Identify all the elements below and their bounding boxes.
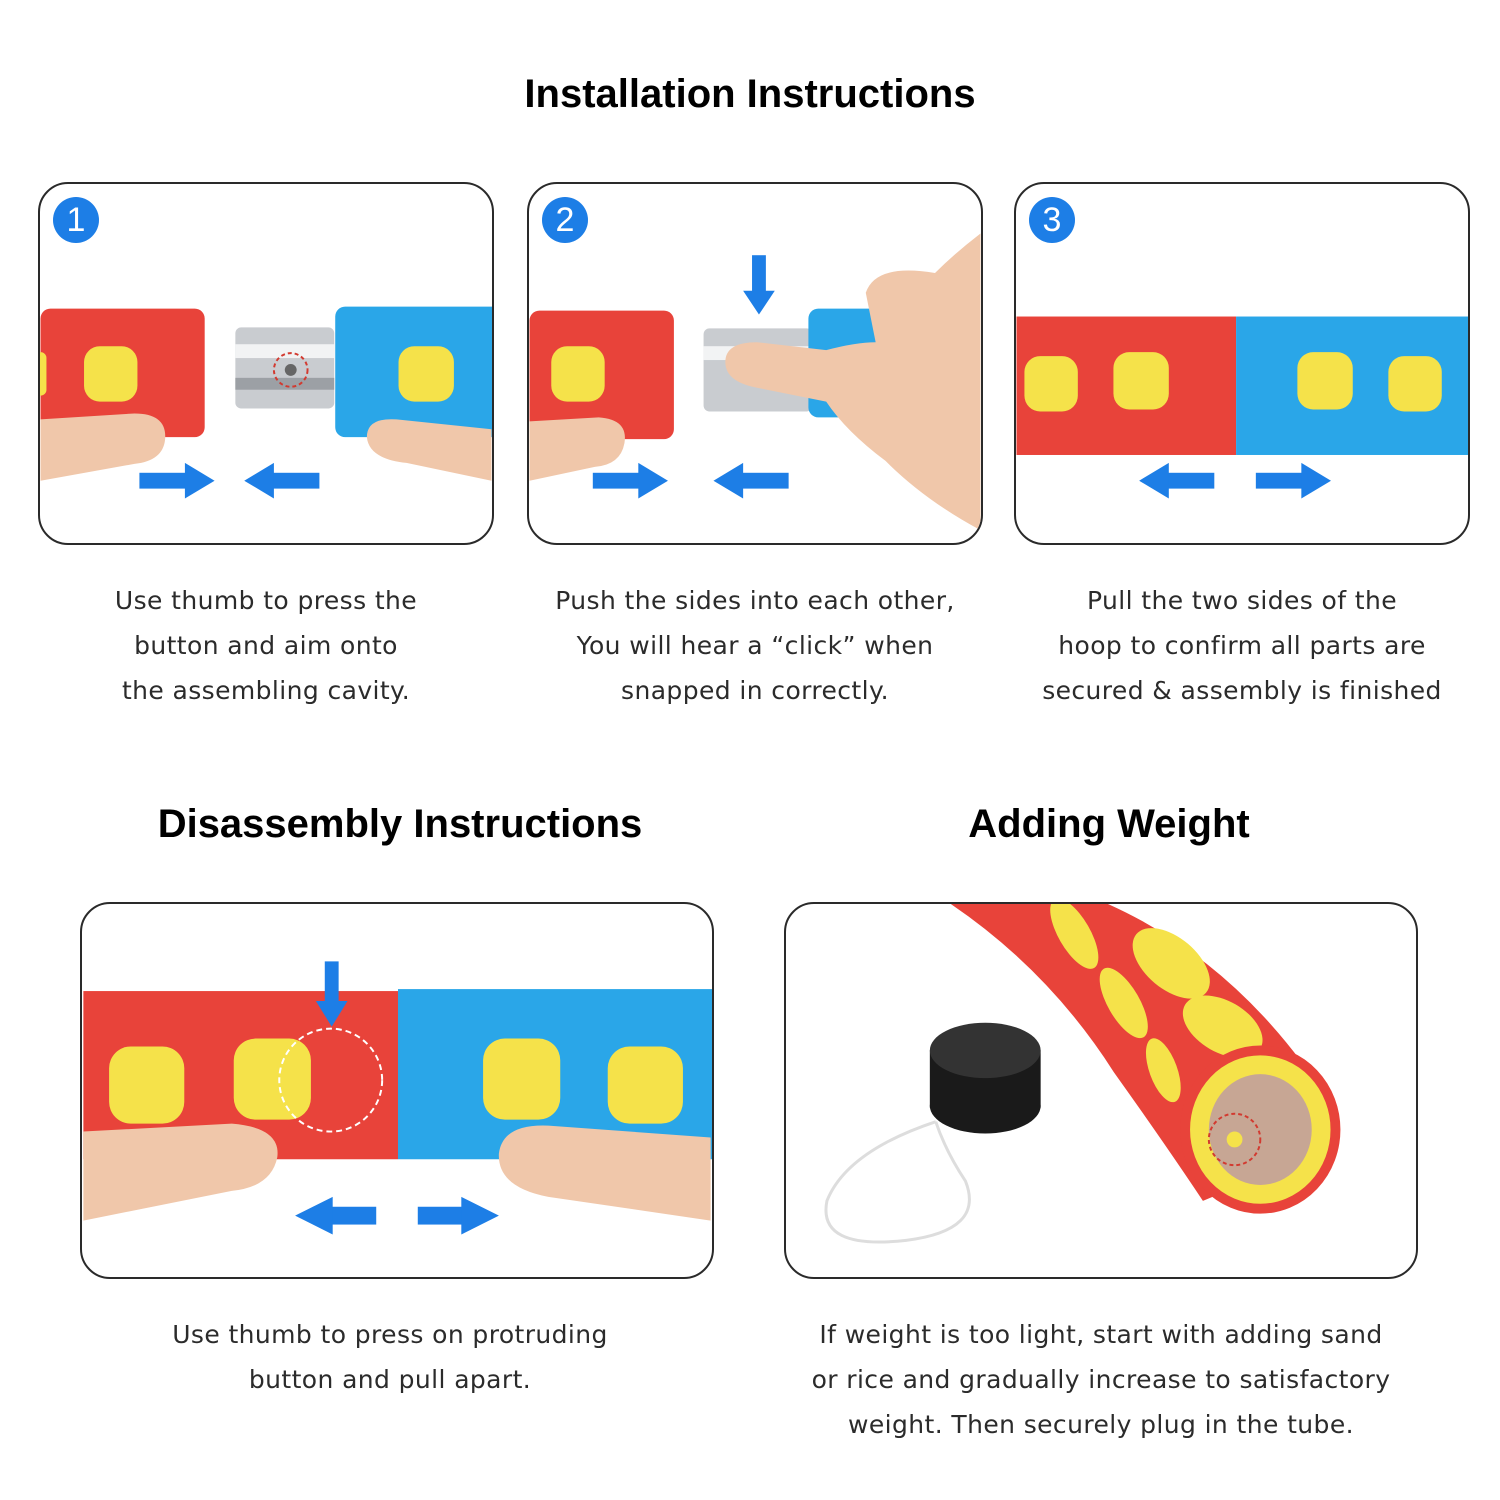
disassembly-illustration <box>83 961 712 1235</box>
release-button-highlight <box>1207 1112 1262 1167</box>
arrow-left-icon <box>295 1196 377 1235</box>
yellow-dot <box>1024 356 1078 412</box>
installation-title: Installation Instructions <box>524 72 976 116</box>
step-2-illustration <box>529 233 981 531</box>
yellow-dot <box>483 1038 561 1120</box>
step-3-illustration <box>1016 316 1468 499</box>
yellow-dot <box>1132 928 1210 999</box>
step-2-caption: Push the sides into each other, You will… <box>555 586 955 705</box>
left-thumb <box>83 1123 278 1221</box>
metal-connector <box>235 327 335 409</box>
right-thumb <box>498 1125 711 1221</box>
arrow-right-icon <box>592 462 668 499</box>
arrow-right-icon <box>139 462 215 499</box>
disassembly-image <box>80 902 714 1279</box>
left-thumb <box>40 413 166 481</box>
adding-weight-title: Adding Weight <box>968 802 1250 846</box>
arrow-down-icon <box>743 255 775 315</box>
step-3-badge: 3 <box>1029 197 1075 243</box>
adding-weight-image <box>784 902 1418 1279</box>
arrow-left-icon <box>713 462 789 499</box>
step-3-image: 3 <box>1014 182 1470 545</box>
adding-weight-caption: If weight is too light, start with addin… <box>811 1320 1391 1439</box>
metal-connector-shine <box>235 344 335 359</box>
step-2-badge: 2 <box>542 197 588 243</box>
tube-opening <box>1208 1074 1312 1185</box>
step-1-badge: 1 <box>53 197 99 243</box>
yellow-dot <box>1099 967 1148 1039</box>
inner-button <box>1226 1131 1243 1148</box>
yellow-dot <box>233 1038 311 1120</box>
yellow-dot <box>1145 1038 1181 1103</box>
yellow-dot <box>1050 904 1099 969</box>
disassembly-caption: Use thumb to press on protruding button … <box>172 1320 608 1394</box>
step-1-image: 1 <box>38 182 494 545</box>
arrow-right-icon <box>1255 462 1332 499</box>
step-3-caption: Pull the two sides of the hoop to confir… <box>1042 586 1442 705</box>
end-plug-top <box>929 1022 1041 1079</box>
yellow-dot <box>84 346 138 402</box>
step-1-caption: Use thumb to press the button and aim on… <box>114 586 418 705</box>
yellow-dot <box>109 1046 185 1124</box>
yellow-dot <box>40 352 47 396</box>
arrow-left-icon <box>1139 462 1215 499</box>
release-button-highlight <box>272 352 309 388</box>
disassembly-title: Disassembly Instructions <box>157 802 643 846</box>
pressing-hand <box>725 233 981 531</box>
yellow-dot <box>398 346 454 402</box>
yellow-dot <box>607 1046 683 1124</box>
adding-weight-illustration <box>824 904 1341 1244</box>
arrow-down-icon <box>315 961 348 1027</box>
yellow-dot <box>1113 352 1169 410</box>
step-1-illustration <box>40 306 492 499</box>
yellow-dot <box>1388 356 1442 412</box>
metal-connector-shade <box>235 377 335 390</box>
right-thumb <box>366 419 492 481</box>
left-thumb <box>529 417 625 481</box>
plug-string <box>824 1120 971 1244</box>
arrow-left-icon <box>244 462 320 499</box>
yellow-dot <box>1297 352 1353 410</box>
yellow-dot <box>1182 995 1263 1058</box>
arrow-right-icon <box>417 1196 499 1235</box>
release-button <box>284 363 297 376</box>
release-button-highlight <box>278 1027 384 1133</box>
step-2-image: 2 <box>527 182 983 545</box>
yellow-dot <box>551 346 605 402</box>
